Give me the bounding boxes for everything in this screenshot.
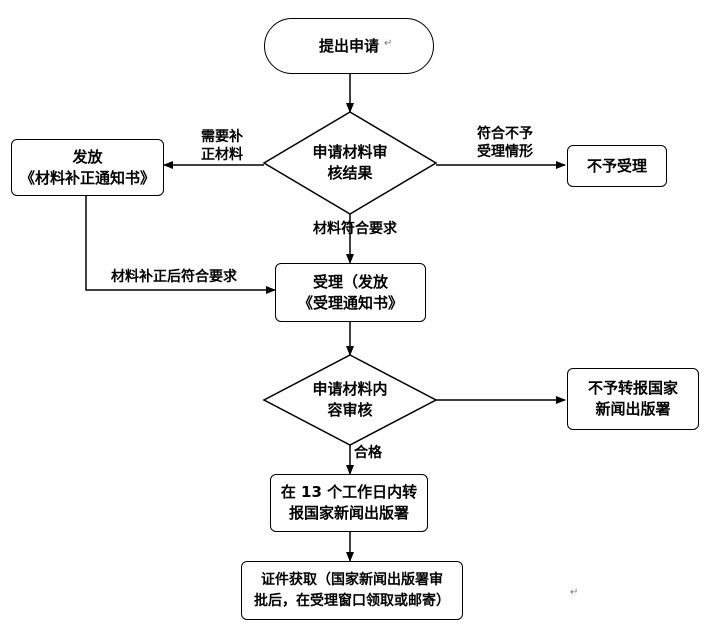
node-forward: 在 13 个工作日内转 报国家新闻出版署: [270, 474, 428, 532]
node-supplement-notice: 发放 《材料补正通知书》: [11, 139, 164, 196]
edge-label-qualified: 合格: [354, 445, 382, 461]
edge-label-supplemented-ok: 材料补正后符合要求: [111, 269, 237, 285]
node-review-content: 申请材料内 容审核: [312, 380, 388, 419]
arrow-supplement-to-accept: [85, 196, 276, 294]
node-not-forward: 不予转报国家 新闻出版署: [567, 368, 699, 430]
edge-label-reject-condition: 符合不予 受理情形: [477, 126, 533, 160]
paragraph-mark: ↵: [384, 38, 393, 49]
node-start: 提出申请: [264, 18, 434, 74]
edge-label-need-supplement: 需要补 正材料: [201, 129, 243, 163]
node-reject: 不予受理: [567, 145, 667, 187]
node-review-materials: 申请材料审 核结果: [312, 143, 388, 182]
paragraph-mark: ↵: [570, 587, 579, 598]
edge-label-meets-requirements: 材料符合要求: [313, 221, 397, 237]
node-accept: 受理（发放 《受理通知书》: [275, 263, 426, 322]
node-certificate: 证件获取（国家新闻出版署审 批后，在受理窗口领取或邮寄）: [241, 561, 463, 620]
